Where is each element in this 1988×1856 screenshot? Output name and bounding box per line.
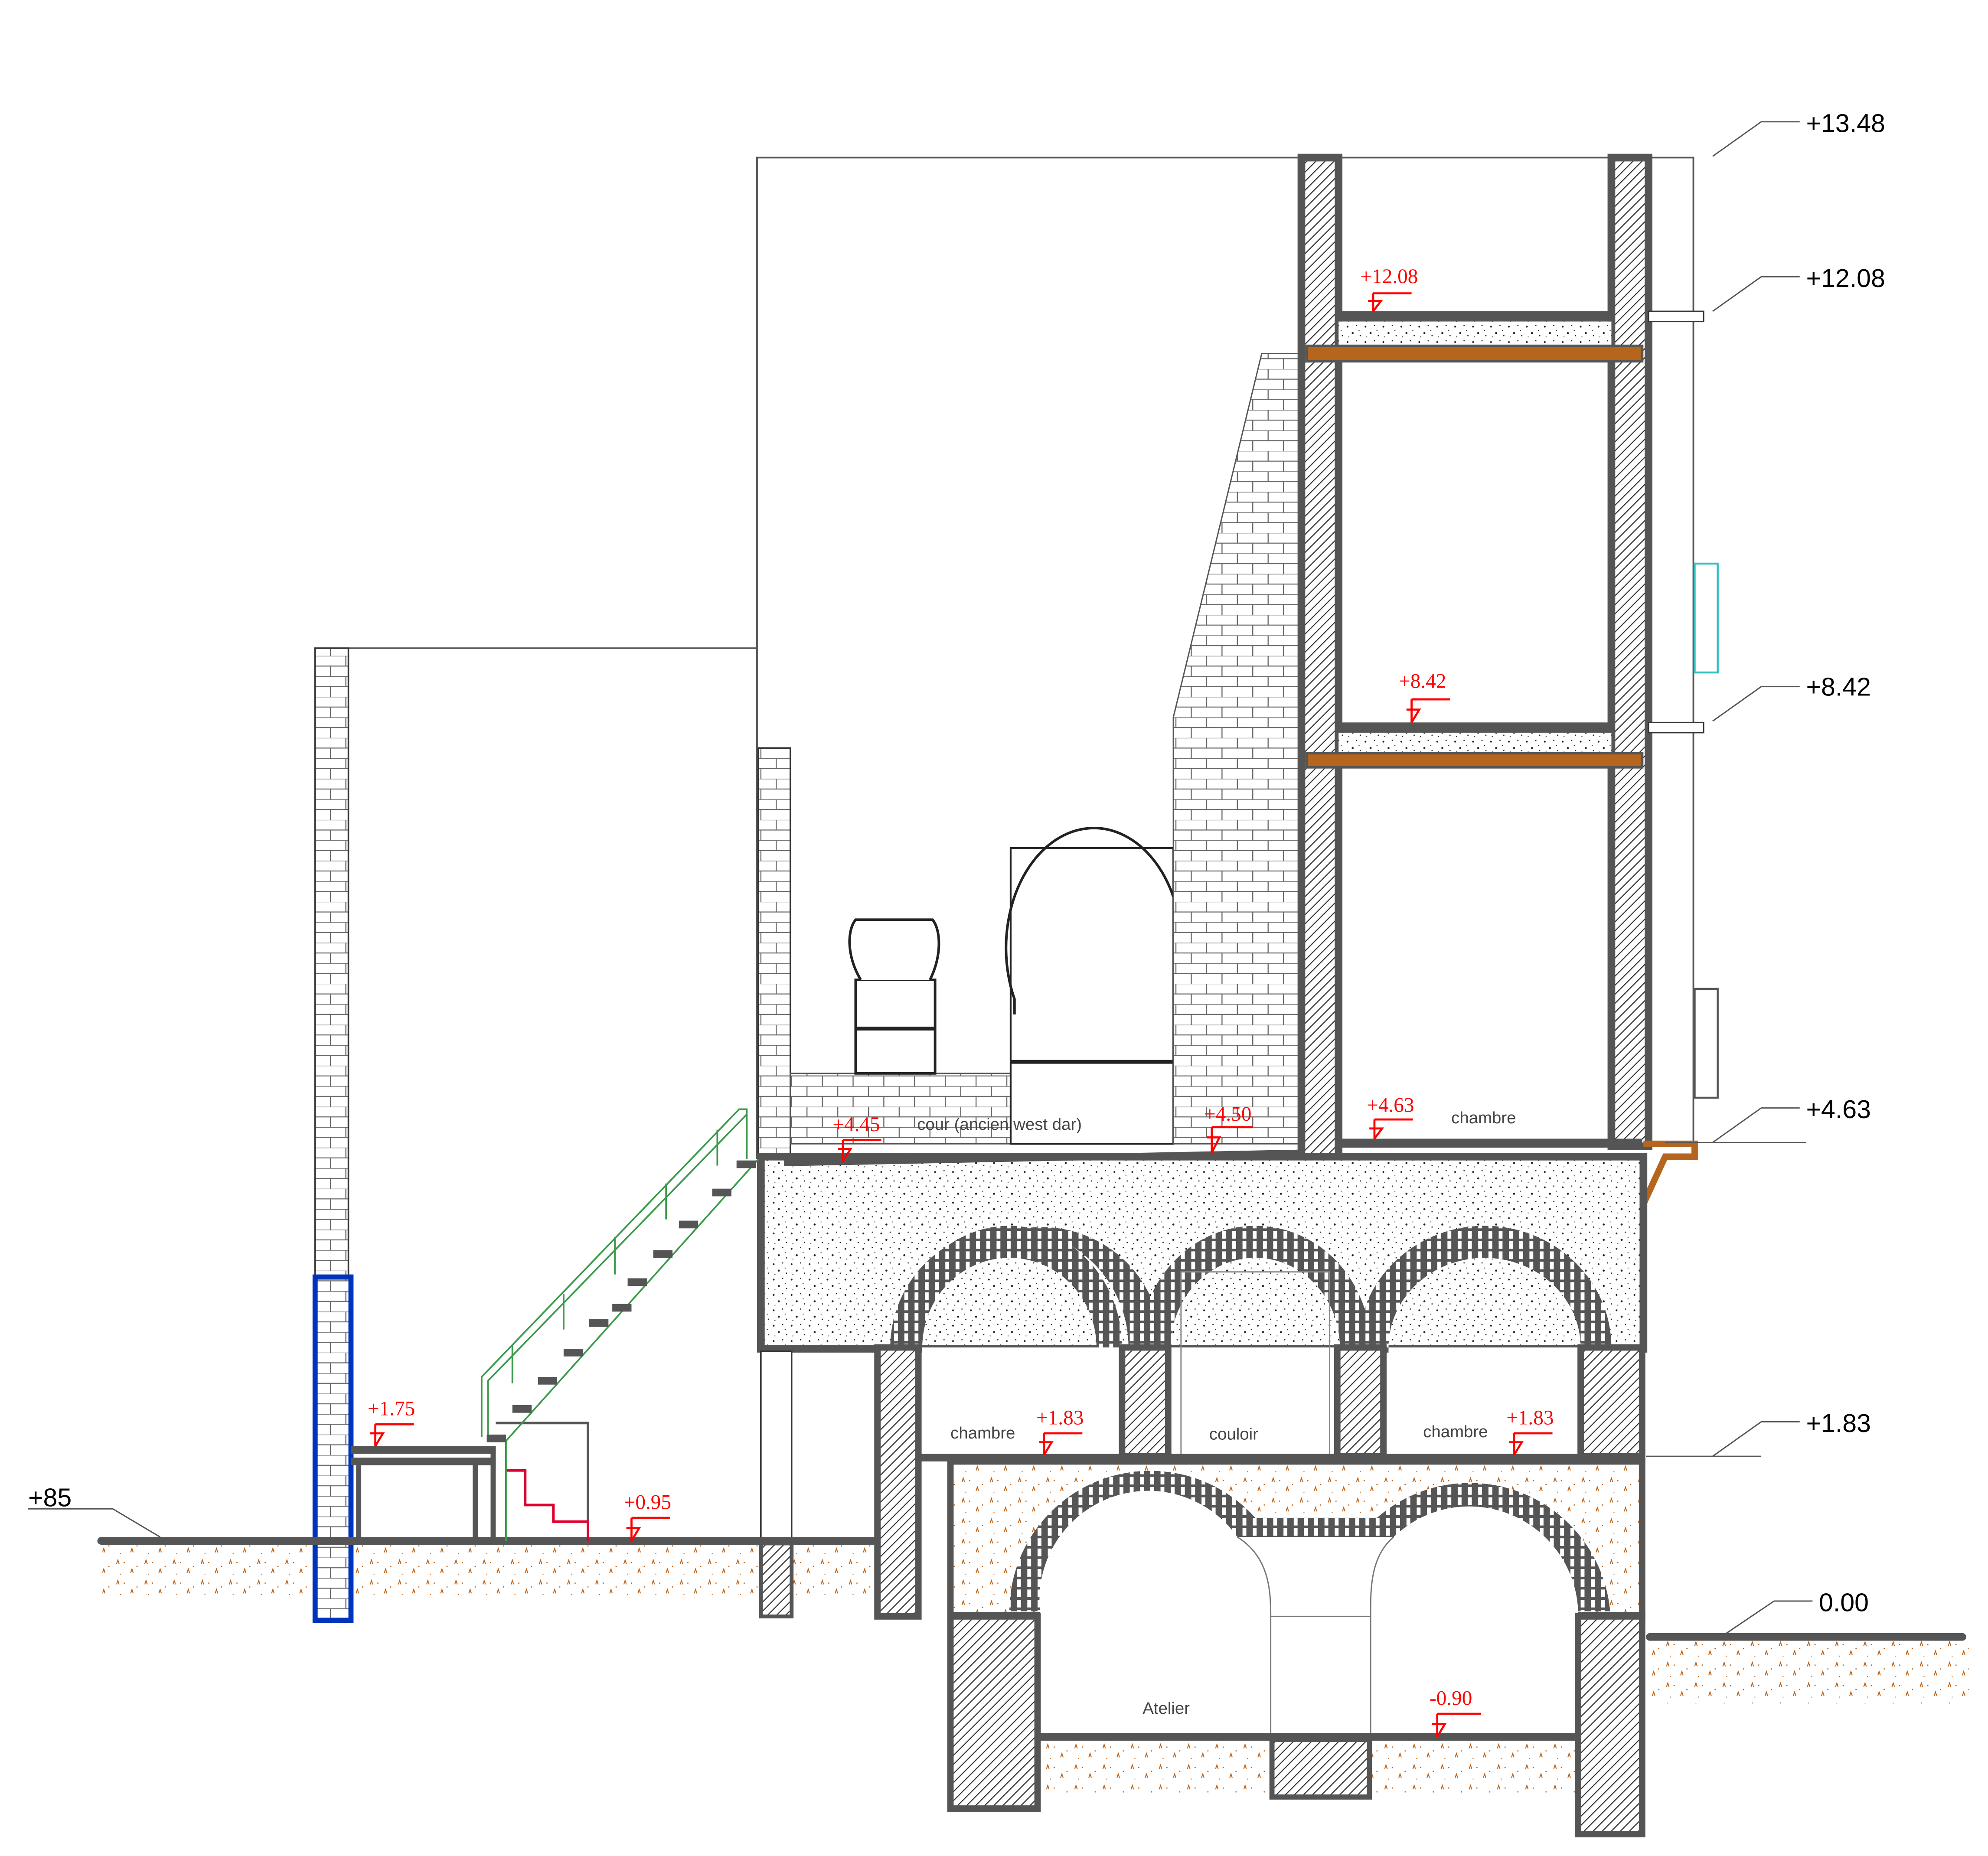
room-label-chambre: chambre: [1423, 1422, 1488, 1441]
level-mark-label: -0.90: [1430, 1687, 1472, 1709]
left-footing: [759, 1541, 794, 1618]
basement-wall-left: [947, 1613, 1041, 1812]
left-brick-wall: [314, 647, 349, 1278]
elevation-label: +13.48: [1806, 109, 1885, 137]
level-mark: +12.08: [1360, 265, 1418, 312]
floor-slab-842: [1305, 722, 1644, 769]
facade-ledge-842: [1648, 721, 1704, 734]
ground-line-right: [1646, 1633, 1966, 1641]
level-mark: +4.50: [1204, 1103, 1253, 1154]
basement-wall-right: [1575, 1613, 1645, 1838]
room-label-chambre: chambre: [1451, 1109, 1516, 1127]
exterior-staircase: [480, 1108, 759, 1541]
room-label-atelier: Atelier: [1143, 1699, 1190, 1718]
level-mark-label: +1.83: [1506, 1406, 1554, 1429]
balcony-rail-grey: [1694, 988, 1719, 1099]
level-mark: +1.83: [1036, 1406, 1084, 1456]
level-mark: +4.45: [832, 1113, 881, 1162]
elevation-callout: +12.08: [1712, 264, 1885, 312]
elevation-callout: +1.83: [1646, 1409, 1871, 1457]
level-mark-label: +4.45: [832, 1113, 880, 1136]
terrace-table: [351, 1422, 589, 1541]
basement-center-footing: [1269, 1737, 1372, 1800]
elevation-callout: +85: [28, 1483, 161, 1538]
elevation-callout: +4.63: [1665, 1095, 1871, 1143]
low-brick-wall: [790, 1073, 1022, 1145]
elevation-callout: 0.00: [1722, 1589, 1869, 1636]
elevation-callout: +8.42: [1712, 672, 1871, 722]
elevation-label: +12.08: [1806, 264, 1885, 293]
arched-opening: [1005, 827, 1175, 1145]
level-mark: +4.63: [1367, 1094, 1414, 1139]
level-mark-label: +1.83: [1036, 1406, 1084, 1429]
level-mark-label: +1.75: [368, 1398, 415, 1420]
level-mark: +1.75: [368, 1398, 415, 1447]
cour-floor: [783, 1149, 1302, 1166]
soil-right: [1649, 1639, 1969, 1704]
left-wall-blue-section: [312, 1274, 354, 1623]
elevation-label: +1.83: [1806, 1409, 1870, 1438]
pier: [874, 1344, 922, 1620]
pier: [1577, 1344, 1645, 1460]
elevation-label: +85: [28, 1483, 72, 1512]
room-label-couloir: couloir: [1209, 1425, 1258, 1444]
brick-column: [757, 747, 791, 1160]
level-mark-label: +4.63: [1367, 1094, 1414, 1116]
pier: [1119, 1344, 1172, 1460]
floor-slab-1208: [1305, 311, 1644, 363]
soil-left: [102, 1544, 875, 1596]
floor-slab-463: [1338, 1138, 1642, 1148]
level-mark: +0.95: [624, 1491, 671, 1542]
pier: [1334, 1344, 1387, 1460]
balcony-rail-cyan: [1694, 562, 1719, 674]
level-mark: -0.90: [1430, 1687, 1481, 1738]
timber-bracket: [1640, 1140, 1698, 1206]
red-steps: [506, 1469, 589, 1541]
tower-wall-left: [1297, 153, 1343, 1163]
lower-arches: [1009, 1471, 1610, 1737]
level-mark-label: +12.08: [1360, 265, 1418, 288]
elevation-label: +4.63: [1806, 1095, 1870, 1124]
room-label-chambre: chambre: [950, 1424, 1015, 1442]
elevation-label: 0.00: [1819, 1589, 1869, 1617]
facade-ledge-1208: [1648, 310, 1704, 323]
neighbour-outline: [756, 157, 1694, 1159]
level-mark-label: +4.50: [1204, 1103, 1251, 1125]
elevation-label: +8.42: [1806, 672, 1870, 701]
level-mark-label: +0.95: [624, 1491, 671, 1514]
tower-wall-right: [1607, 153, 1652, 1151]
elevation-callout: +13.48: [1712, 109, 1885, 157]
sloped-brick-wall: [1172, 353, 1302, 1145]
chimney: [848, 918, 940, 1075]
room-label-cour: cour (ancien west dar): [917, 1115, 1082, 1134]
atelier-floor: [1037, 1733, 1578, 1741]
ground-line-left: [97, 1537, 878, 1545]
level-mark: +1.83: [1506, 1406, 1554, 1456]
level-mark-label: +8.42: [1399, 670, 1446, 693]
level-mark: +8.42: [1399, 670, 1450, 723]
upper-arches: [890, 1226, 1612, 1457]
